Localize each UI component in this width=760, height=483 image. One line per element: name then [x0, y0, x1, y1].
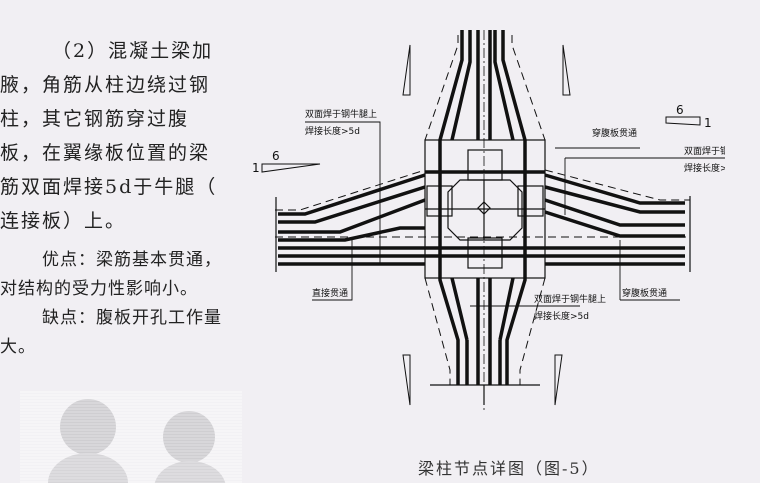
- pros-text: 优点：梁筋基本贯通，: [42, 250, 222, 270]
- weld-length-right: 焊接长度>5d: [684, 162, 725, 174]
- description-line: （2）混凝土梁加: [52, 40, 214, 62]
- weld-note-right: 双面焊于钢牛腿上: [684, 145, 725, 157]
- beam-column-joint-drawing: 6 1 6 1 双面焊于钢牛腿上 焊接长度>5d 穿腹板贯通 双面焊于钢牛腿上 …: [252, 30, 725, 410]
- weld-length-top-left: 焊接长度>5d: [305, 125, 360, 137]
- svg-text:6: 6: [676, 103, 684, 117]
- person-head-icon: [163, 411, 215, 463]
- description-line: 腋，角筋从柱边绕过钢: [0, 74, 211, 96]
- person-body-icon: [154, 461, 226, 483]
- leader-lines: [305, 121, 725, 307]
- steel-column-box: [424, 139, 546, 279]
- cons-text-cont: 大。: [0, 337, 36, 357]
- weld-note-top-left: 双面焊于钢牛腿上: [305, 108, 377, 120]
- pros-cons-block: 优点：梁筋基本贯通， 对结构的受力性影响小。 缺点：腹板开孔工作量 大。: [0, 246, 255, 362]
- svg-text:1: 1: [704, 116, 712, 130]
- slope-triangles: [261, 44, 701, 406]
- direct-through-label: 直接贯通: [312, 287, 348, 299]
- weld-note-bottom: 双面焊于钢牛腿上: [534, 293, 606, 305]
- figure-caption: 梁柱节点详图（图-5）: [418, 459, 600, 478]
- description-line: 连接板）上。: [0, 210, 127, 232]
- slope-run-label: 6: [272, 149, 280, 163]
- slope-annotations: 6 1 6 1: [252, 103, 712, 175]
- description-paragraph: （2）混凝土梁加 腋，角筋从柱边绕过钢 柱，其它钢筋穿过腹 板，在翼缘板位置的梁…: [0, 34, 250, 238]
- description-line: 板，在翼缘板位置的梁: [0, 142, 211, 164]
- through-web-label-top: 穿腹板贯通: [592, 127, 637, 139]
- slope-rise-label: 1: [252, 161, 260, 175]
- person-head-icon: [60, 399, 116, 455]
- cons-text: 缺点：腹板开孔工作量: [42, 308, 222, 328]
- description-line: 柱，其它钢筋穿过腹: [0, 108, 190, 130]
- through-web-label-bottom: 穿腹板贯通: [622, 287, 667, 299]
- pros-text-cont: 对结构的受力性影响小。: [0, 279, 198, 299]
- weld-length-bottom: 焊接长度>5d: [534, 310, 589, 322]
- decorative-people-image: [20, 391, 242, 483]
- right-beam-rebars: [544, 173, 685, 266]
- left-beam-rebars: [278, 173, 426, 266]
- person-body-icon: [48, 453, 128, 483]
- description-line: 筋双面焊接5d于牛腿（: [0, 176, 218, 198]
- vertical-rebars: [438, 30, 527, 385]
